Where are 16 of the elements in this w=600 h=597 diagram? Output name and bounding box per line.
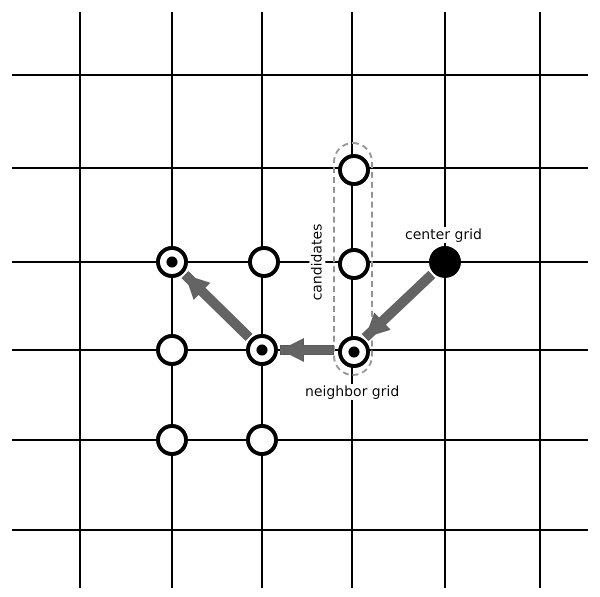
selected-grid-point <box>245 333 279 367</box>
arrow <box>280 338 334 362</box>
grid-point <box>155 333 189 367</box>
arrow <box>362 270 436 342</box>
grid-point <box>155 423 189 457</box>
selected-grid-point <box>155 245 189 279</box>
center-grid-point <box>428 245 462 279</box>
grid-point <box>337 247 371 281</box>
grid-point <box>337 153 371 187</box>
candidate-group-outline <box>333 142 373 376</box>
arrow <box>181 271 253 341</box>
group-label: candidates <box>308 222 325 302</box>
selected-grid-point <box>337 335 371 369</box>
grid-point <box>245 423 279 457</box>
node-caption: center grid <box>403 227 484 243</box>
grid-point <box>247 245 281 279</box>
